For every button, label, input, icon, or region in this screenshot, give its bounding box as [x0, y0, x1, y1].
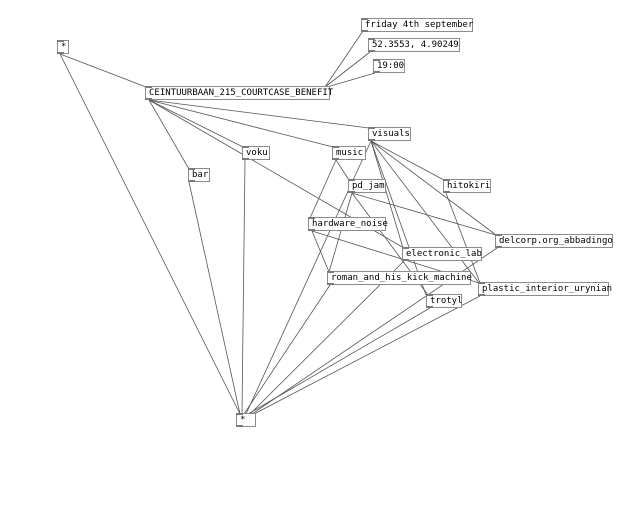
patch-cord[interactable]	[247, 307, 431, 415]
object-ceintuurbaan[interactable]: CEINTUURBAAN_215_COURTCASE_BENEFIT	[145, 86, 334, 100]
patch-cord[interactable]	[188, 181, 241, 415]
patch-cord[interactable]	[445, 192, 481, 284]
object-hardware-noise[interactable]: hardware_noise	[308, 217, 388, 231]
multiply-object-bottom[interactable]: *	[236, 413, 256, 427]
patch-cord[interactable]	[59, 53, 147, 88]
object-label: pd_jam	[352, 181, 385, 191]
object-label: voku	[246, 148, 268, 158]
message-time[interactable]: 19:00	[373, 59, 405, 73]
object-label: *	[61, 42, 67, 52]
object-label: delcorp.org_abbadingo	[499, 236, 613, 246]
patch-cord[interactable]	[241, 159, 246, 415]
patch-cord[interactable]	[253, 295, 481, 415]
object-pd-jam[interactable]: pd_jam	[348, 179, 386, 193]
object-bar[interactable]: bar	[188, 168, 210, 182]
object-label: roman_and_his_kick_machine	[331, 273, 472, 283]
object-label: CEINTUURBAAN_215_COURTCASE_BENEFIT	[149, 88, 334, 98]
patch-cord[interactable]	[243, 284, 331, 415]
object-label: visuals	[372, 129, 410, 139]
object-electronic-lab[interactable]: electronic_lab	[402, 247, 482, 261]
message-date[interactable]: friday 4th september	[361, 18, 473, 32]
message-label: 52.3553, 4.90249	[372, 40, 459, 50]
object-hitokiri[interactable]: hitokiri	[443, 179, 491, 193]
object-label: plastic_interior_urynian	[482, 284, 613, 294]
multiply-object-top[interactable]: *	[57, 40, 69, 54]
object-label: hardware_noise	[312, 219, 388, 229]
object-label: hitokiri	[447, 181, 491, 191]
object-delcorp[interactable]: delcorp.org_abbadingo	[495, 234, 613, 248]
patch-cord[interactable]	[370, 140, 404, 249]
patch-cord[interactable]	[335, 159, 350, 181]
patch-cord[interactable]	[324, 30, 364, 88]
object-label: trotyl	[430, 296, 463, 306]
object-label: *	[240, 415, 246, 425]
object-visuals[interactable]: visuals	[368, 127, 411, 141]
patch-cord[interactable]	[326, 72, 376, 88]
patch-cord[interactable]	[370, 140, 445, 181]
message-label: friday 4th september	[365, 20, 474, 30]
patch-cord[interactable]	[328, 192, 353, 273]
object-voku[interactable]: voku	[242, 146, 270, 160]
patch-cord[interactable]	[311, 230, 330, 273]
object-plastic-interior[interactable]: plastic_interior_urynian	[478, 282, 613, 296]
message-coordinates[interactable]: 52.3553, 4.90249	[368, 38, 460, 52]
patch-cord[interactable]	[148, 99, 334, 148]
object-label: music	[336, 148, 364, 158]
object-roman-kick-machine[interactable]: roman_and_his_kick_machine	[327, 271, 472, 285]
patch-cord[interactable]	[148, 99, 244, 148]
patch-cord[interactable]	[148, 99, 370, 129]
patch-cord[interactable]	[370, 140, 480, 284]
patch-cord[interactable]	[59, 53, 241, 415]
patch-cord[interactable]	[309, 159, 337, 219]
object-trotyl[interactable]: trotyl	[426, 294, 463, 308]
patch-cord[interactable]	[148, 99, 190, 170]
message-label: 19:00	[377, 61, 405, 71]
object-label: bar	[192, 170, 209, 180]
object-music[interactable]: music	[332, 146, 366, 160]
object-label: electronic_lab	[406, 249, 482, 259]
patch-cord[interactable]	[324, 51, 371, 88]
